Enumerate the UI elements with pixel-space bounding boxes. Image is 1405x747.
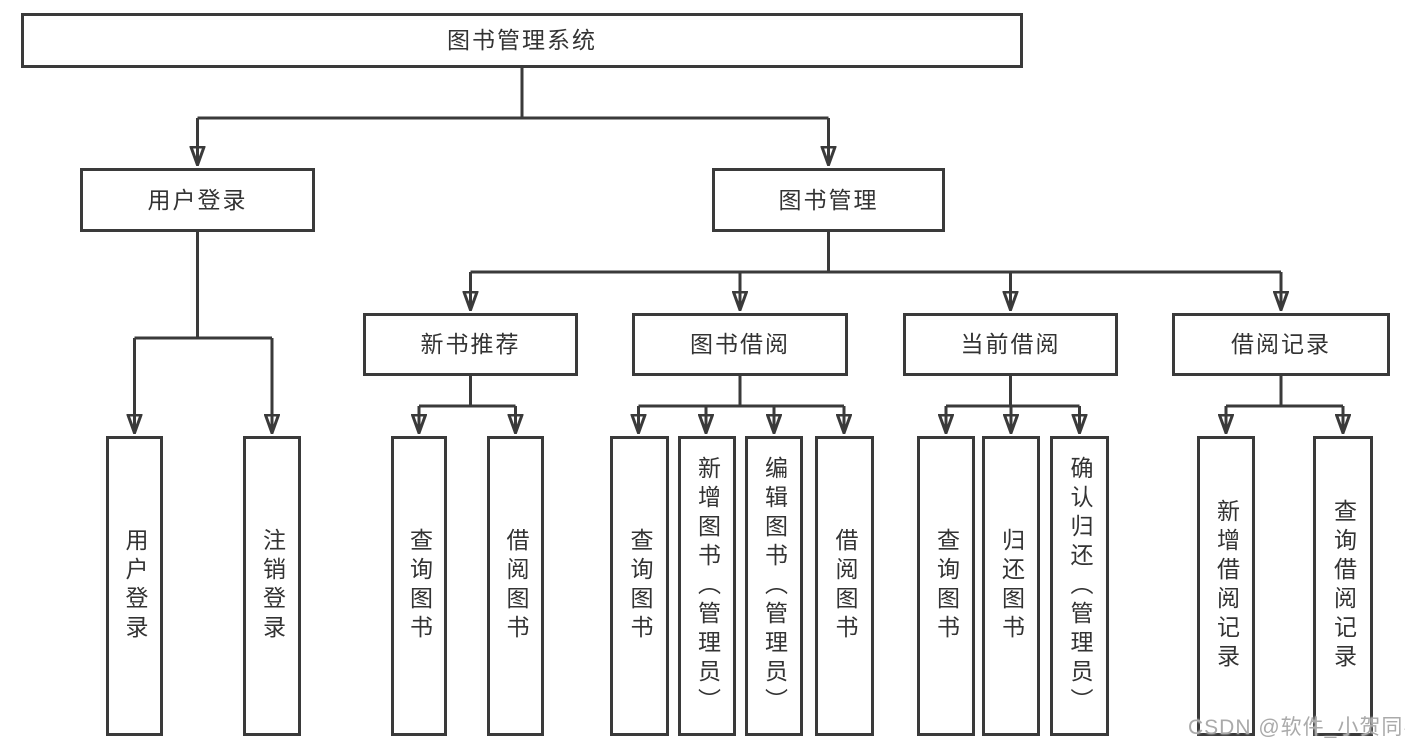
leaf-borrow-query-books-label: 查询图书 [627, 528, 653, 644]
leaf-newbook-query-books: 查询图书 [391, 436, 447, 736]
leaf-borrow-add-books-admin: 新增图书（管理员） [678, 436, 736, 736]
leaf-newbook-query-books-label: 查询图书 [406, 528, 433, 644]
leaf-record-query-borrow-record: 查询借阅记录 [1313, 436, 1373, 736]
watermark: CSDN @软件_小贺同学 [1188, 716, 1405, 739]
leaf-current-query-books: 查询图书 [917, 436, 975, 736]
leaf-current-confirm-return-admin-label: 确认归还（管理员） [1067, 455, 1093, 717]
leaf-borrow-borrow-books-label: 借阅图书 [832, 528, 858, 644]
node-current-borrow-label: 当前借阅 [960, 331, 1061, 357]
node-new-book-recommend-label: 新书推荐 [420, 331, 521, 357]
leaf-logout-label: 注销登录 [259, 528, 286, 644]
leaf-borrow-add-books-admin-label: 新增图书（管理员） [694, 455, 721, 717]
node-book-management: 图书管理 [712, 168, 945, 232]
leaf-borrow-query-books: 查询图书 [610, 436, 669, 736]
node-borrow-record-label: 借阅记录 [1231, 331, 1331, 357]
leaf-record-add-borrow-record: 新增借阅记录 [1197, 436, 1255, 736]
leaf-user-login-label: 用户登录 [122, 528, 148, 644]
leaf-current-query-books-label: 查询图书 [933, 528, 960, 644]
leaf-borrow-edit-books-admin-label: 编辑图书（管理员） [761, 455, 788, 717]
leaf-borrow-edit-books-admin: 编辑图书（管理员） [745, 436, 803, 736]
node-book-borrow: 图书借阅 [632, 313, 848, 376]
leaf-record-add-borrow-record-label: 新增借阅记录 [1213, 499, 1240, 673]
leaf-current-return-books-label: 归还图书 [998, 528, 1025, 644]
leaf-record-query-borrow-record-label: 查询借阅记录 [1330, 499, 1357, 673]
node-user-login: 用户登录 [80, 168, 315, 232]
leaf-logout: 注销登录 [243, 436, 301, 736]
leaf-current-confirm-return-admin: 确认归还（管理员） [1050, 436, 1109, 736]
node-root-label: 图书管理系统 [447, 27, 597, 53]
node-user-login-label: 用户登录 [147, 186, 248, 213]
leaf-user-login: 用户登录 [106, 436, 163, 736]
node-new-book-recommend: 新书推荐 [363, 313, 578, 376]
node-borrow-record: 借阅记录 [1172, 313, 1390, 376]
node-current-borrow: 当前借阅 [903, 313, 1118, 376]
leaf-newbook-borrow-books: 借阅图书 [487, 436, 544, 736]
leaf-newbook-borrow-books-label: 借阅图书 [503, 528, 529, 644]
node-book-borrow-label: 图书借阅 [690, 331, 790, 357]
leaf-current-return-books: 归还图书 [982, 436, 1040, 736]
leaf-borrow-borrow-books: 借阅图书 [815, 436, 874, 736]
node-root: 图书管理系统 [21, 13, 1023, 68]
node-book-management-label: 图书管理 [778, 186, 879, 213]
